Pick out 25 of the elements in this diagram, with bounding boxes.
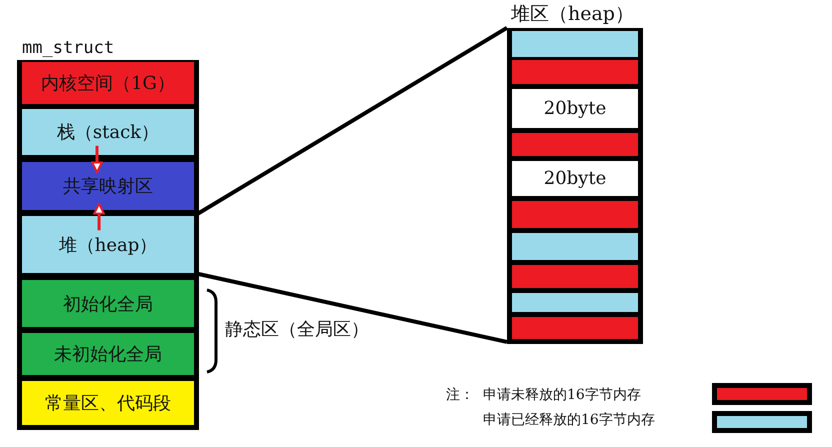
- legend-text: 申请已经释放的16字节内存: [483, 411, 655, 429]
- memory-block: [512, 201, 638, 228]
- memory-segment: 内核空间（1G）: [22, 62, 194, 104]
- growth-arrow: [91, 146, 103, 174]
- note-label: 注：: [446, 386, 474, 404]
- brace-label: 静态区（全局区）: [225, 318, 369, 341]
- column-heading: mm_struct: [22, 38, 114, 58]
- legend-text: 申请未释放的16字节内存: [483, 386, 641, 404]
- memory-segment: 常量区、代码段: [22, 381, 194, 425]
- memory-block: [512, 133, 638, 156]
- memory-block: [512, 31, 638, 57]
- memory-segment: 堆（heap）: [22, 216, 194, 273]
- memory-segment: 共享映射区: [22, 162, 194, 210]
- memory-block: [512, 60, 638, 84]
- memory-block: 20byte: [512, 89, 638, 128]
- memory-block: 20byte: [512, 161, 638, 196]
- memory-segment: 未初始化全局: [22, 333, 194, 375]
- column-heading: 堆区（heap）: [511, 4, 634, 24]
- memory-block: [512, 233, 638, 260]
- memory-segment: 初始化全局: [22, 280, 194, 327]
- growth-arrow: [93, 203, 105, 230]
- memory-block: [512, 265, 638, 288]
- memory-segment: 栈（stack）: [22, 109, 194, 155]
- memory-block: [512, 293, 638, 312]
- memory-block: [512, 317, 638, 339]
